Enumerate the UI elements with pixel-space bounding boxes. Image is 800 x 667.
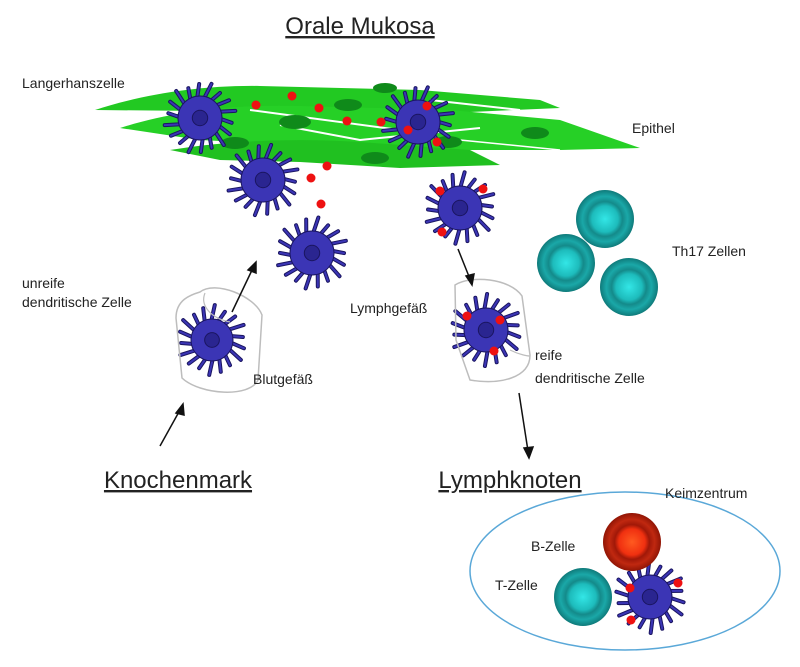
blood-vessel (175, 287, 263, 393)
label-epithel: Epithel (632, 120, 675, 136)
arrows (159, 248, 535, 460)
epithel-nucleus (334, 99, 362, 111)
th17-cell (600, 258, 658, 316)
cell-nucleus (641, 588, 659, 606)
arrow-lymph-to-node (518, 392, 535, 460)
antigen-dot (435, 186, 445, 196)
epithel-nucleus (221, 137, 249, 149)
antigen-dot (462, 311, 472, 321)
cell-nucleus (477, 321, 495, 339)
cell-nucleus (254, 171, 272, 189)
th17-cell (537, 234, 595, 292)
label-dendritische-zelle-reif: dendritische Zelle (535, 370, 645, 386)
label-reife: reife (535, 347, 562, 363)
dendritic-cell-antigen (424, 170, 496, 246)
label-unreife: unreife (22, 275, 65, 291)
dendritic-cell-in-germinal-center (614, 559, 686, 635)
dendritic-cell-in-lymphvessel (450, 292, 522, 368)
label-lymphknoten: Lymphknoten (438, 467, 581, 494)
arrow-bonemarrow-to-vessel (159, 402, 185, 447)
langerhans-cell (381, 85, 455, 159)
t-cell (554, 568, 612, 626)
cell-nucleus (451, 199, 469, 217)
antigen-dot (625, 583, 635, 593)
label-lymphgefaess: Lymphgefäß (350, 300, 427, 316)
dendritic-cell (226, 142, 300, 218)
lymph-vessel (454, 278, 531, 383)
dendritic-cell (276, 215, 348, 291)
arrow-vessel-to-tissue (231, 260, 257, 313)
arrow-tissue-to-lymph (457, 248, 475, 287)
cell-nucleus (191, 109, 209, 127)
title-orale-mukosa: Orale Mukosa (285, 13, 435, 40)
cell-nucleus (409, 113, 427, 131)
antigen-dot (437, 227, 447, 237)
epithel-nucleus (373, 83, 397, 93)
antigen-dot (432, 137, 442, 147)
antigen-dot (478, 184, 488, 194)
label-langerhanszelle: Langerhanszelle (22, 75, 125, 91)
label-b-zelle: B-Zelle (531, 538, 576, 554)
epithel-nucleus (521, 127, 549, 139)
antigen-dot (495, 315, 505, 325)
germinal-center (469, 491, 781, 651)
label-blutgefaess: Blutgefäß (253, 371, 313, 387)
label-dendritische-zelle-unreif: dendritische Zelle (22, 294, 132, 310)
antigen-dot (673, 578, 683, 588)
cell-nucleus (303, 244, 321, 262)
dendritic-cells (162, 81, 686, 635)
epithel-nucleus (361, 152, 389, 164)
b-cell (603, 513, 661, 571)
antigen-dot (322, 161, 332, 171)
antigen-dot (489, 346, 499, 356)
label-t-zelle: T-Zelle (495, 577, 538, 593)
label-knochenmark: Knochenmark (104, 467, 253, 494)
epithel-nucleus (279, 115, 311, 129)
antigen-dot (306, 173, 316, 183)
germinal-center-outline (469, 491, 781, 651)
antigen-dot (251, 100, 261, 110)
antigen-dot (287, 91, 297, 101)
antigens (251, 91, 683, 625)
label-keimzentrum: Keimzentrum (665, 485, 747, 501)
antigen-dot (316, 199, 326, 209)
antigen-dot (626, 615, 636, 625)
cell-nucleus (204, 332, 220, 348)
antigen-dot (376, 117, 386, 127)
th17-cells (537, 190, 658, 316)
antigen-dot (403, 125, 413, 135)
label-th17-zellen: Th17 Zellen (672, 243, 746, 259)
langerhans-cell (162, 81, 238, 155)
antigen-dot (314, 103, 324, 113)
antigen-dot (422, 101, 432, 111)
th17-cell (576, 190, 634, 248)
dendritic-cell-in-bloodvessel (178, 303, 246, 377)
antigen-dot (342, 116, 352, 126)
